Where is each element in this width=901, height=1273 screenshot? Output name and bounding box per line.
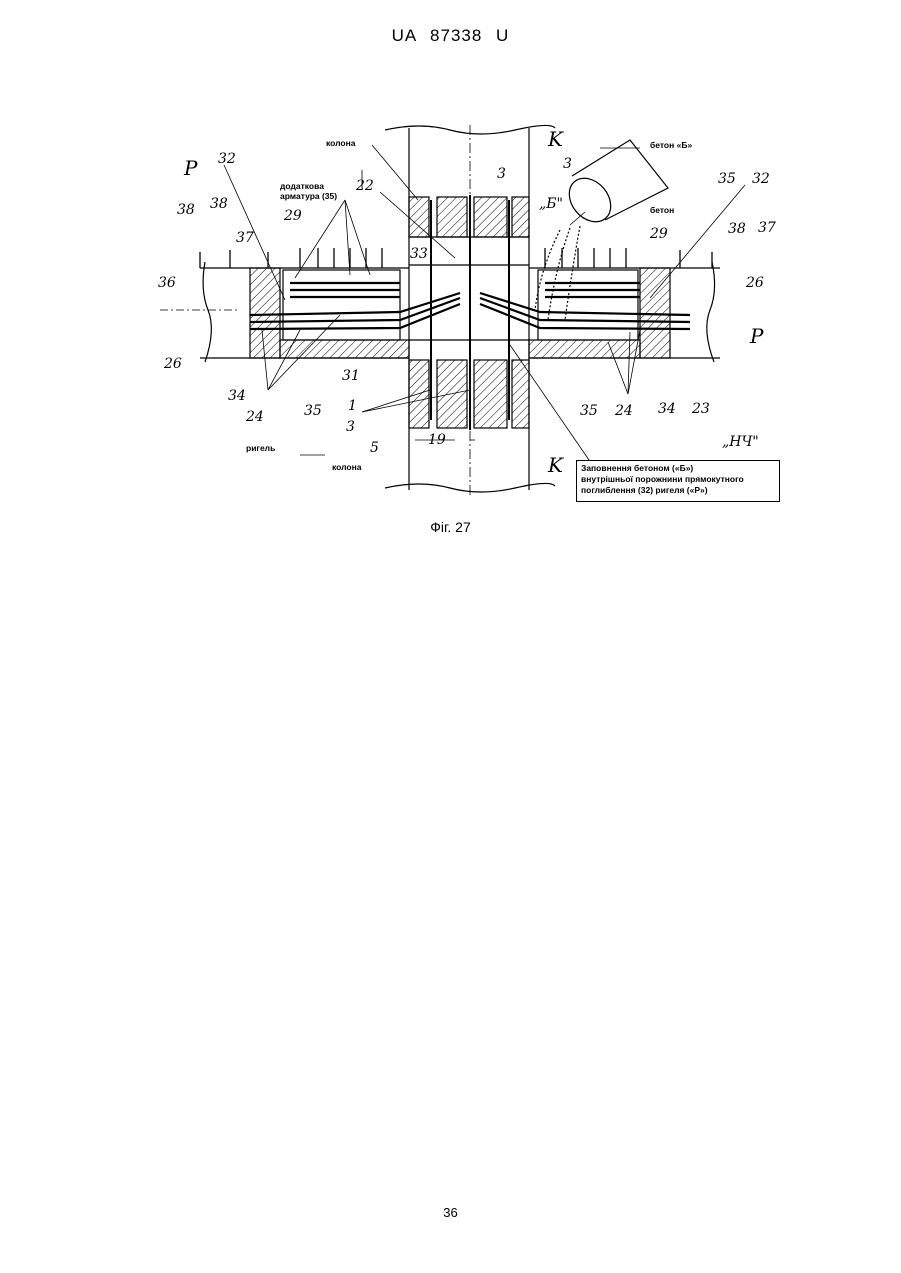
label-35-right-bottom: 35 — [580, 403, 598, 419]
girder-left-break — [203, 262, 211, 362]
right-recess-bottom-hatch — [529, 340, 640, 358]
label-22: 22 — [355, 178, 374, 194]
label-31: 31 — [342, 368, 360, 384]
column-block-bottom-left — [409, 360, 429, 428]
label-29-left: 29 — [283, 208, 302, 224]
column-block-top-mid — [437, 197, 467, 237]
label-37-left: 37 — [236, 230, 254, 246]
label-3-top2: 3 — [563, 156, 572, 172]
label-35-right-top: 35 — [718, 171, 736, 187]
label-additional-rebar-2: арматура (35) — [280, 191, 337, 201]
column-block-top-left — [409, 197, 429, 237]
column-block-top-right — [512, 197, 529, 237]
studs-left — [200, 248, 382, 268]
column-block-bottom-mid2 — [474, 360, 507, 428]
left-girder-hatch-end — [250, 268, 280, 358]
label-column-bottom: колона — [332, 462, 362, 472]
label-24-left: 24 — [245, 409, 264, 425]
note-line-2: внутрішньої порожнини прямокутного — [581, 474, 775, 485]
label-37-right: 37 — [758, 220, 776, 236]
label-5: 5 — [370, 440, 379, 456]
label-concrete: бетон — [650, 205, 674, 215]
label-NCh-mark: „НЧ" — [722, 434, 759, 450]
label-K-top: K — [547, 127, 564, 151]
note-line-1: Заповнення бетоном («Б») — [581, 463, 775, 474]
label-32-left: 32 — [218, 151, 236, 167]
studs-right — [545, 248, 712, 268]
label-3-top: 3 — [497, 166, 506, 182]
girder-right-break — [707, 262, 715, 362]
label-girder: ригель — [246, 443, 275, 453]
label-36: 36 — [158, 275, 176, 291]
label-38-b: 38 — [210, 196, 228, 212]
column-block-top-mid2 — [474, 197, 507, 237]
note-box: Заповнення бетоном («Б») внутрішньої пор… — [576, 460, 780, 502]
left-recess-bottom-hatch — [280, 340, 409, 358]
label-column-top: колона — [326, 138, 356, 148]
label-32-right: 32 — [752, 171, 770, 187]
label-K-bottom: K — [547, 453, 564, 477]
label-29-right: 29 — [649, 226, 668, 242]
label-23: 23 — [691, 401, 710, 417]
column-block-bottom-right — [512, 360, 529, 428]
note-line-3: поглиблення (32) ригеля («Р») — [581, 485, 775, 496]
page-number: 36 — [0, 1205, 901, 1220]
label-3-bottom: 3 — [346, 419, 355, 435]
label-concrete-b: бетон «Б» — [650, 140, 692, 150]
label-34-left: 34 — [228, 388, 246, 404]
label-26-left: 26 — [163, 356, 182, 372]
label-1: 1 — [348, 398, 357, 414]
label-19: 19 — [428, 432, 446, 448]
label-B-mark: „Б" — [539, 196, 563, 212]
label-P-right: P — [749, 324, 764, 348]
label-33: 33 — [410, 246, 428, 262]
label-38-a: 38 — [177, 202, 195, 218]
label-26-right: 26 — [745, 275, 764, 291]
label-additional-rebar-1: додаткова — [280, 181, 324, 191]
label-P-left: P — [183, 156, 198, 180]
label-24-right: 24 — [614, 403, 633, 419]
label-34-right: 34 — [658, 401, 676, 417]
label-38-right: 38 — [728, 221, 746, 237]
label-35-left: 35 — [304, 403, 322, 419]
figure-caption: Фіг. 27 — [0, 519, 901, 535]
